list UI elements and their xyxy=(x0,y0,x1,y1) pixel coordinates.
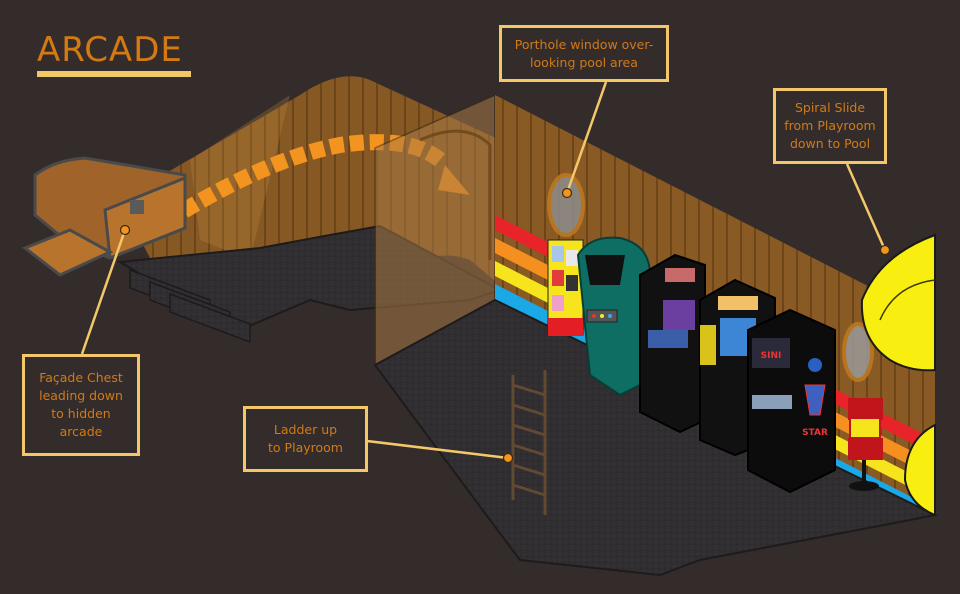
title-underline xyxy=(37,71,191,77)
marker-chest xyxy=(119,224,131,236)
porthole-window-right xyxy=(842,322,874,382)
svg-text:STAR: STAR xyxy=(802,428,828,438)
sinistar-cabinet: SINI STAR xyxy=(747,308,836,494)
marker-porthole xyxy=(561,187,573,199)
partition-arch xyxy=(419,129,492,260)
marker-slide xyxy=(879,244,891,256)
callout-slide-text: Spiral Slide from Playroom down to Pool xyxy=(784,100,876,151)
callout-ladder-text: Ladder up to Playroom xyxy=(268,422,343,455)
marker-ladder xyxy=(502,452,514,464)
page-title: ARCADE xyxy=(37,30,183,70)
ladder xyxy=(511,370,547,515)
facade-chest xyxy=(22,156,187,277)
porthole-window xyxy=(547,173,585,237)
callout-chest-text: Façade Chest leading down to hidden arca… xyxy=(39,370,123,439)
callout-porthole: Porthole window over- looking pool area xyxy=(499,25,669,82)
callout-porthole-text: Porthole window over- looking pool area xyxy=(514,36,654,70)
claw-machine xyxy=(848,398,883,491)
leader-lines xyxy=(80,81,887,460)
callout-slide: Spiral Slide from Playroom down to Pool xyxy=(773,88,887,164)
callout-ladder: Ladder up to Playroom xyxy=(243,406,368,472)
spiral-slide xyxy=(860,233,936,517)
leader-markers xyxy=(119,187,891,464)
callout-chest: Façade Chest leading down to hidden arca… xyxy=(22,354,140,456)
svg-text:SINI: SINI xyxy=(761,351,782,361)
toy-rack xyxy=(547,239,584,336)
double-dragon-cabinet xyxy=(639,253,706,434)
stairs xyxy=(129,268,251,344)
